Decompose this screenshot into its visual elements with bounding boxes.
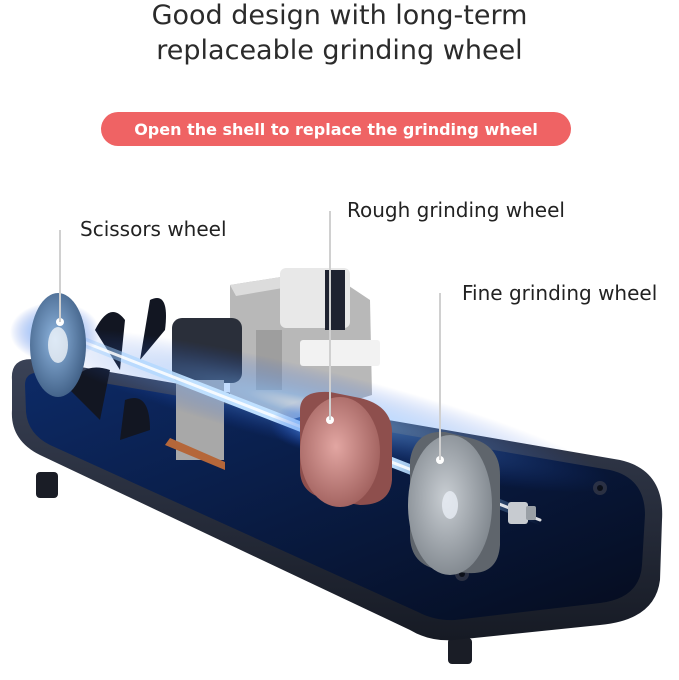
fine-leader-line	[439, 293, 441, 460]
scissors-leader-line	[59, 230, 61, 322]
rough-grinding-wheel	[300, 391, 392, 507]
scissors-wheel-label: Scissors wheel	[80, 217, 227, 241]
scissors-wheel	[30, 293, 86, 397]
replace-wheel-banner: Open the shell to replace the grinding w…	[101, 112, 571, 146]
rough-grinding-wheel-label: Rough grinding wheel	[347, 198, 565, 222]
title-line-2: replaceable grinding wheel	[156, 35, 523, 66]
banner-text: Open the shell to replace the grinding w…	[134, 119, 538, 139]
shaft-nut	[508, 502, 536, 524]
fine-grinding-wheel	[408, 431, 500, 575]
title-line-1: Good design with long-term	[151, 0, 528, 31]
fine-grinding-wheel-label: Fine grinding wheel	[462, 281, 658, 305]
rough-leader-line	[329, 211, 331, 420]
callout-markers	[56, 318, 444, 464]
